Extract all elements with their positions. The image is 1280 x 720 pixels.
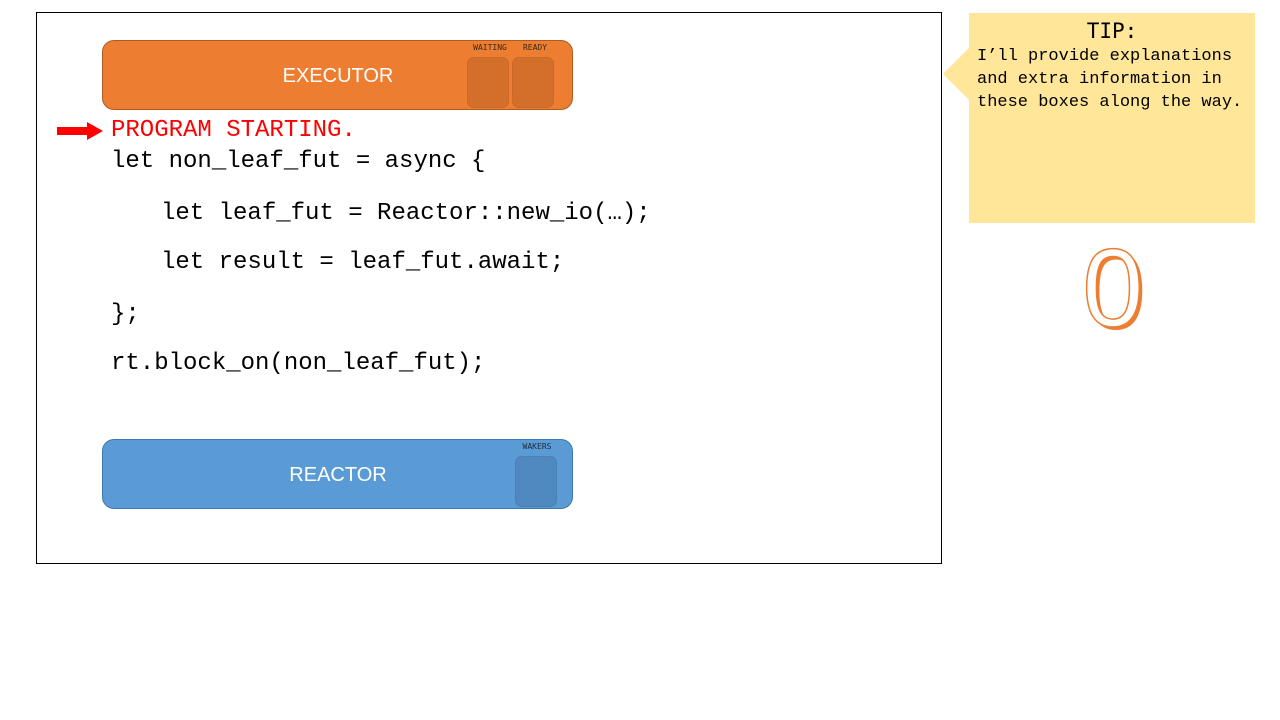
wakers-label: WAKERS [522,442,552,451]
code-line-2: let leaf_fut = Reactor::new_io(…); [161,200,651,227]
program-status: PROGRAM STARTING. [111,117,356,144]
ready-label: READY [522,43,548,52]
reactor-box: REACTOR WAKERS [102,439,573,509]
executor-label: EXECUTOR [282,65,394,87]
executor-box: EXECUTOR WAITING READY [102,40,573,110]
code-line-1: let non_leaf_fut = async { [111,148,486,175]
wakers-list [515,456,557,507]
waiting-label: WAITING [473,43,507,52]
code-line-3: let result = leaf_fut.await; [161,249,565,276]
step-counter: 0 [1082,226,1145,351]
tip-box: TIP: I’ll provide explanations and extra… [969,13,1255,223]
code-line-4: }; [111,301,140,328]
slide-frame [36,12,942,564]
ready-queue [512,57,554,108]
waiting-queue [467,57,509,108]
reactor-label: REACTOR [289,464,387,486]
code-line-5: rt.block_on(non_leaf_fut); [111,350,486,377]
current-line-arrow-icon [57,122,103,140]
tip-pointer [943,48,969,100]
tip-body: I’ll provide explanations and extra info… [977,47,1243,112]
tip-title: TIP: [1086,19,1138,43]
